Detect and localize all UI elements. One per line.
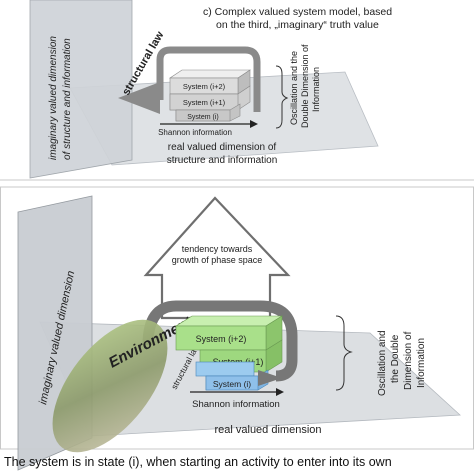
top-real-axis-label-1: real valued dimension of	[168, 142, 277, 153]
bottom-oscillation-bracket	[335, 315, 353, 391]
bottom-system-i2-label: System (i+2)	[196, 334, 247, 344]
top-system-stack: System (i+2) System (i+1) System (i)	[169, 69, 251, 122]
bottom-system-stack: System (i+2) System (i+1) System (i)	[174, 315, 284, 391]
bottom-oscillation-line-1: Oscillation and	[377, 330, 388, 396]
top-system-i2-label: System (i+2)	[183, 82, 226, 91]
bottom-system-i-label: System (i)	[213, 379, 251, 389]
top-title-line-2: on the third, „imaginary“ truth value	[216, 19, 379, 31]
top-loop-arrowhead	[118, 82, 160, 114]
top-structural-loop	[156, 46, 261, 112]
top-shannon-label: Shannon information	[158, 128, 232, 137]
bottom-system-blue-upper	[195, 361, 255, 377]
environment-ellipse	[52, 319, 168, 453]
tendency-line-2: growth of phase space	[172, 255, 263, 265]
top-title-line-1: c) Complex valued system model, based	[203, 6, 392, 18]
top-imaginary-plane	[29, 0, 133, 179]
bottom-oscillation-line-2: the Double	[390, 334, 401, 383]
top-oscillation-line-3: Information	[311, 67, 321, 112]
top-system-i-box	[175, 109, 231, 122]
top-oscillation-line-1: Oscillation and the	[289, 51, 299, 125]
top-oscillation-bracket	[275, 65, 289, 129]
bottom-real-axis-label: real valued dimension	[214, 424, 321, 436]
bottom-shannon-label: Shannon information	[192, 399, 280, 410]
tendency-line-1: tendency towards	[182, 244, 253, 254]
bottom-oscillation-line-3: Dimension of	[403, 331, 414, 390]
phase-space-arrow	[143, 196, 291, 320]
top-imaginary-axis-label-1: imaginary valued dimension	[48, 36, 59, 160]
top-system-i-label: System (i)	[187, 114, 219, 121]
top-panel: imaginary valued dimension of structure …	[29, 0, 392, 179]
bottom-panel: tendency towards growth of phase space i…	[17, 195, 461, 471]
bottom-oscillation-line-4: Information	[416, 338, 427, 388]
top-real-axis-label-2: structure and information	[167, 155, 278, 166]
bottom-loop-arrowhead	[258, 370, 282, 386]
top-oscillation-line-2: Double Dimension of	[300, 44, 310, 128]
bottom-structural-loop	[142, 300, 298, 382]
caption: The system is in state (i), when startin…	[4, 455, 392, 469]
top-system-i1-label: System (i+1)	[183, 98, 226, 107]
bottom-system-i2-box	[175, 325, 267, 351]
top-imaginary-axis-label-2: of structure and information	[62, 38, 73, 160]
